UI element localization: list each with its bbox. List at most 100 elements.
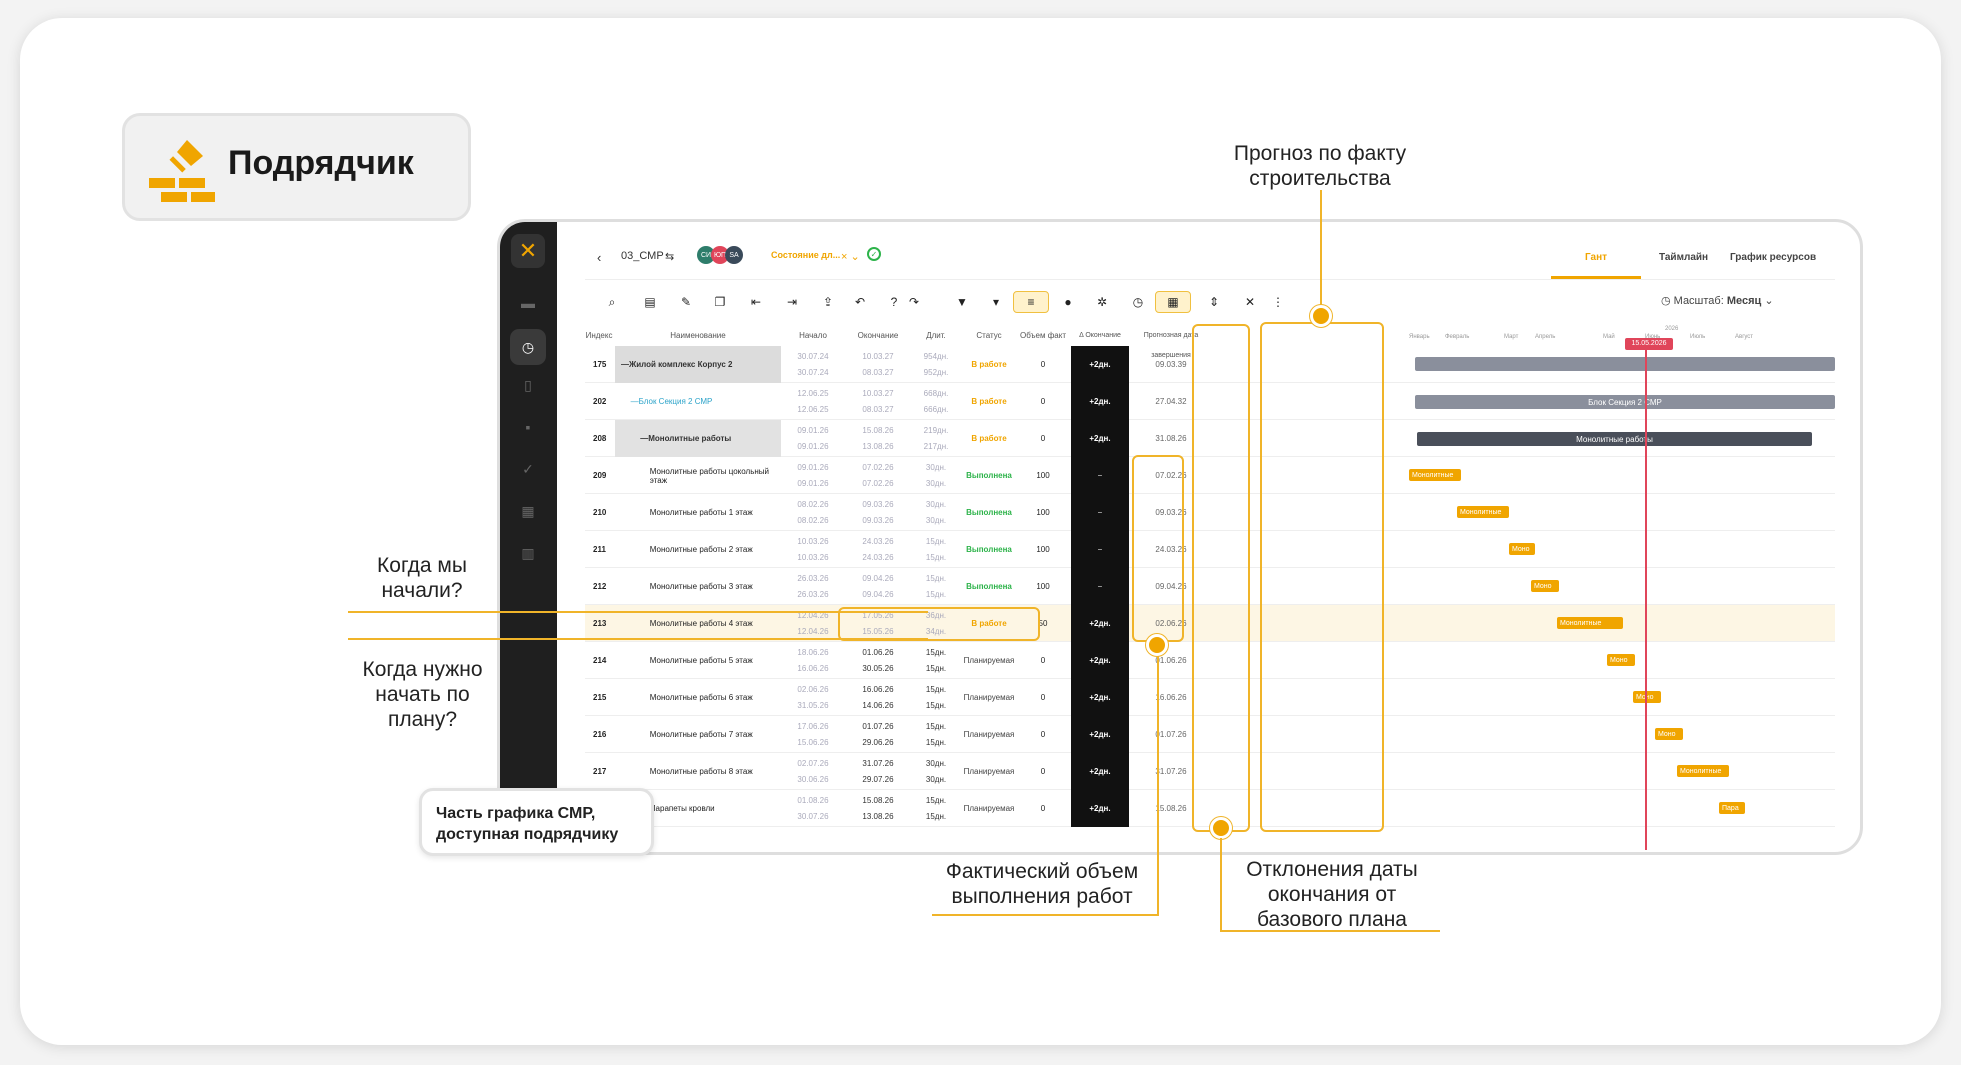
- gantt-chart: 2026 Январь Февраль Март Апрель Май Июнь…: [1407, 326, 1835, 850]
- avatar[interactable]: SA: [725, 246, 743, 264]
- fact-highlight: [1132, 455, 1184, 642]
- baseline-toggle-icon[interactable]: ≡: [1013, 291, 1049, 313]
- indent-icon[interactable]: ⇥: [786, 295, 798, 309]
- start-fact: 09.01.26: [797, 425, 829, 435]
- gantt-summary-bar[interactable]: Блок Секция 2 СМР: [1415, 395, 1835, 409]
- col-index[interactable]: Индекс: [585, 331, 613, 340]
- row-forecast: 31.07.26: [1155, 767, 1187, 776]
- expand-icon[interactable]: ⇕: [1208, 295, 1220, 309]
- clock-icon[interactable]: ◷: [510, 329, 546, 365]
- row-index: 213: [593, 619, 607, 628]
- dur-fact: 36дн.: [925, 610, 947, 620]
- col-duration[interactable]: Длит.: [926, 331, 946, 340]
- video-icon[interactable]: ▬: [521, 295, 535, 311]
- gantt-task-bar[interactable]: Монолитные: [1409, 469, 1461, 481]
- swap-icon[interactable]: ⇆: [665, 251, 675, 263]
- app-logo-icon[interactable]: ✕: [511, 234, 545, 268]
- gantt-task-bar[interactable]: Пара: [1719, 802, 1745, 814]
- project-name[interactable]: 03_СМР: [621, 250, 664, 262]
- gantt-summary-bar[interactable]: Монолитные работы: [1417, 432, 1812, 446]
- history-icon[interactable]: ◷: [1132, 295, 1144, 309]
- row-fact: 0: [1040, 693, 1046, 702]
- gantt-task-bar[interactable]: Моно: [1633, 691, 1661, 703]
- info-icon[interactable]: ▪: [525, 419, 531, 435]
- connector: [932, 914, 1159, 916]
- row-name: Парапеты кровли: [615, 790, 781, 827]
- row-index: 217: [593, 767, 607, 776]
- forecast-highlight: [1260, 322, 1384, 832]
- undo-icon[interactable]: ↶: [854, 295, 866, 309]
- col-start[interactable]: Начало: [799, 331, 827, 340]
- dur-plan: 666дн.: [923, 404, 949, 414]
- col-name[interactable]: Наименование: [670, 331, 726, 340]
- search-icon[interactable]: ⌕: [608, 294, 616, 309]
- gantt-task-bar[interactable]: Монолитные: [1677, 765, 1729, 777]
- check-circle-icon[interactable]: ✓: [867, 247, 881, 261]
- check-icon[interactable]: ✓: [522, 460, 534, 477]
- clipboard-icon[interactable]: ▤: [644, 295, 656, 309]
- gantt-task-bar[interactable]: Моно: [1655, 728, 1683, 740]
- chart-icon[interactable]: ▥: [521, 544, 535, 561]
- settings-icon[interactable]: ✲: [1096, 295, 1108, 309]
- redo-icon[interactable]: ↷: [908, 295, 920, 309]
- col-forecast[interactable]: Прогнозная дата завершения: [1143, 332, 1199, 359]
- col-fact[interactable]: Объем факт: [1020, 331, 1066, 340]
- start-plan: 10.03.26: [797, 552, 829, 562]
- brush-icon[interactable]: ▾: [992, 295, 1000, 309]
- document-icon[interactable]: ▯: [524, 376, 532, 393]
- filter-icon[interactable]: ▼: [956, 295, 968, 309]
- tab-timeline[interactable]: Таймлайн: [1659, 252, 1709, 263]
- tab-resources[interactable]: График ресурсов: [1730, 252, 1817, 263]
- gantt-task-bar[interactable]: Моно: [1607, 654, 1635, 666]
- back-icon[interactable]: ‹: [597, 250, 602, 265]
- collapse-icon[interactable]: ✕: [1244, 295, 1256, 309]
- end-plan: 24.03.26: [862, 552, 894, 562]
- row-duration: 15дн.15дн.: [911, 568, 961, 605]
- calendar-toggle-icon[interactable]: ▦: [1155, 291, 1191, 313]
- gantt-task-bar[interactable]: Монолитные: [1557, 617, 1623, 629]
- avatar[interactable]: СИ: [697, 246, 715, 264]
- connector: [1320, 190, 1322, 318]
- gantt-task-bar[interactable]: Моно: [1531, 580, 1559, 592]
- row-name-text: Монолитные работы 8 этаж: [649, 767, 753, 776]
- table-row[interactable]: 209 Монолитные работы цокольный этаж 09.…: [585, 457, 1835, 494]
- edit-icon[interactable]: ✎: [680, 295, 692, 309]
- gantt-summary-bar[interactable]: [1415, 357, 1835, 371]
- calendar-icon[interactable]: ▦: [521, 502, 535, 519]
- col-end[interactable]: Окончание: [857, 331, 899, 340]
- start-plan: 08.02.26: [797, 515, 829, 525]
- dur-fact: 30дн.: [925, 758, 947, 768]
- gantt-task-bar[interactable]: Моно: [1509, 543, 1535, 555]
- gantt-year: 2026: [1665, 326, 1679, 332]
- alert-icon[interactable]: ●: [1064, 295, 1072, 309]
- state-filter[interactable]: Состояние дл...: [771, 250, 841, 260]
- col-delta[interactable]: Δ Окончание: [1079, 332, 1121, 339]
- contractor-note: Часть графика СМР, доступная подрядчику: [419, 788, 654, 856]
- filter-clear-icon[interactable]: × ⌄: [841, 251, 860, 263]
- more-icon[interactable]: ⋮: [1272, 295, 1284, 309]
- help-icon[interactable]: ?: [890, 295, 898, 309]
- avatar[interactable]: ЮП: [711, 246, 729, 264]
- tab-gantt[interactable]: Гант: [1585, 252, 1608, 263]
- outdent-icon[interactable]: ⇤: [750, 295, 762, 309]
- col-status[interactable]: Статус: [976, 331, 1002, 340]
- gantt-task-bar[interactable]: Монолитные: [1457, 506, 1509, 518]
- scale-selector[interactable]: ◷ Масштаб: Месяц ⌄: [1661, 295, 1774, 307]
- copy-icon[interactable]: ❐: [714, 295, 726, 309]
- export-icon[interactable]: ⇪: [822, 295, 834, 309]
- dur-plan: 30дн.: [925, 515, 947, 525]
- fact-volume-annotation: Фактический объем выполнения работ: [945, 860, 1139, 908]
